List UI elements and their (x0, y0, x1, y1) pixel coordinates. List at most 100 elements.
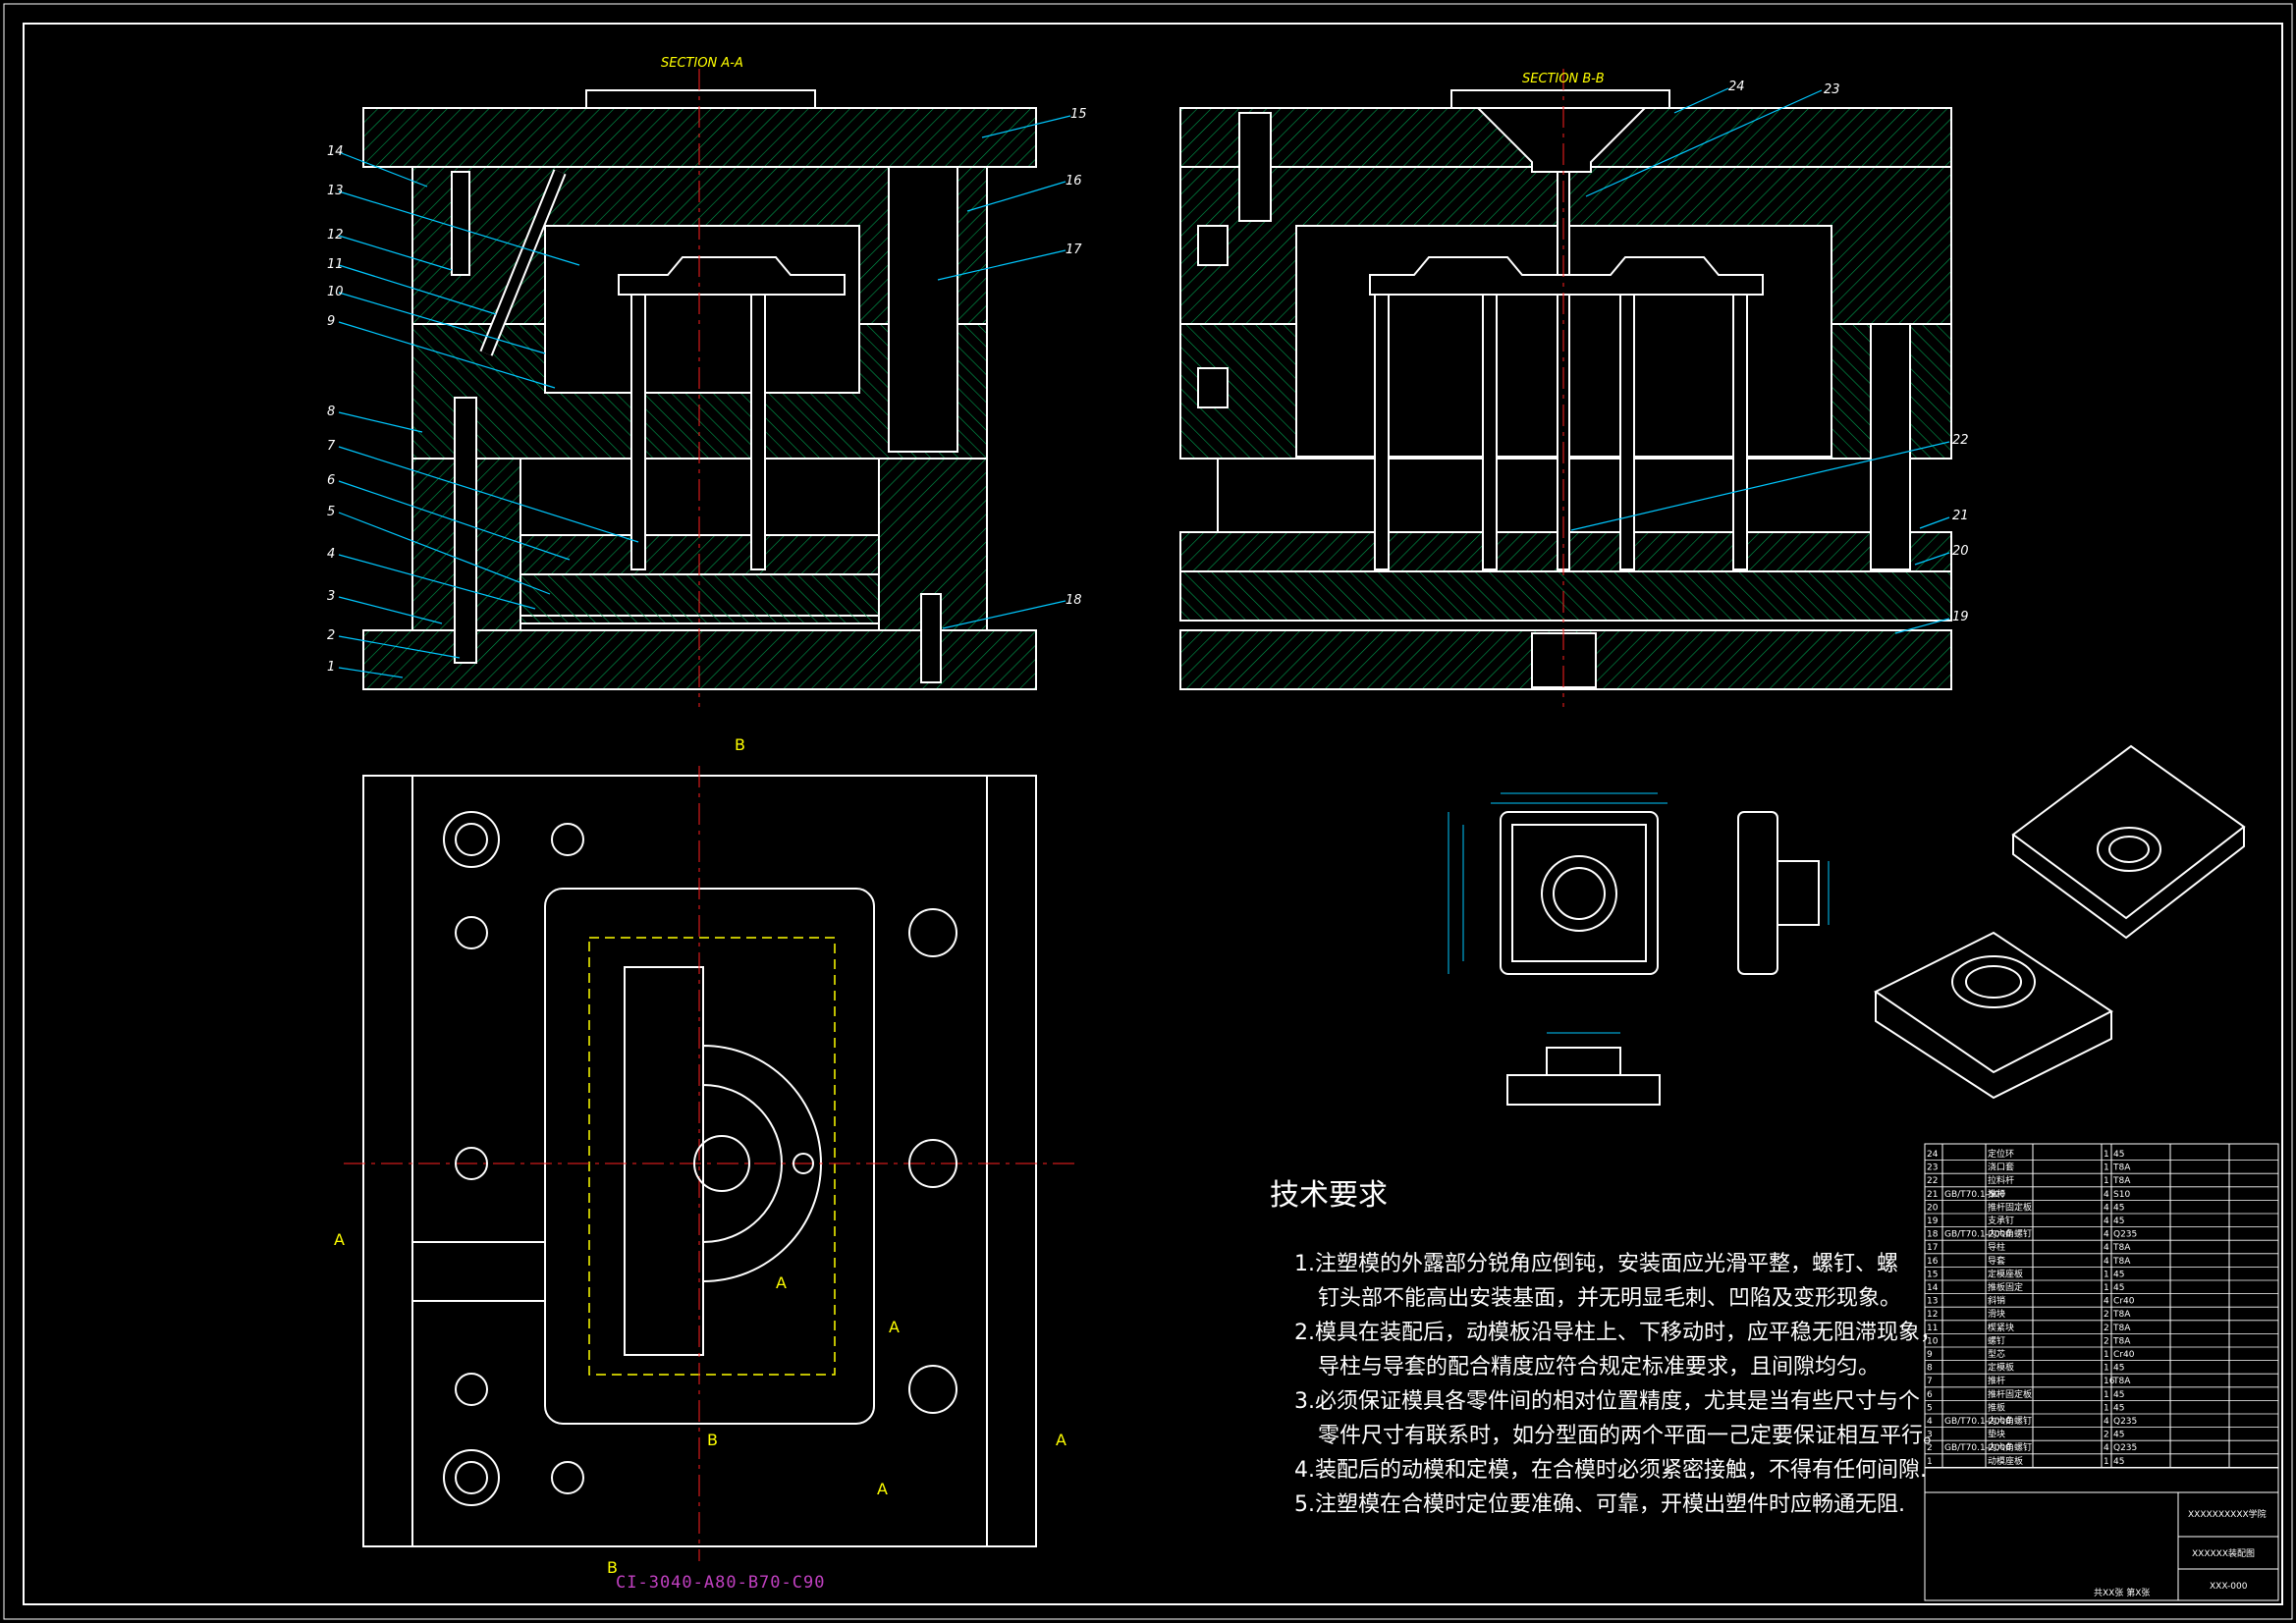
leader-line (1673, 87, 1729, 114)
cap-screw-b (1238, 112, 1272, 222)
bom-cell: 3 (1927, 1431, 1933, 1440)
screw-13 (451, 171, 470, 276)
bom-cell: 4 (2104, 1203, 2109, 1213)
leader-line (1919, 516, 1950, 529)
bom-cell: 拉料杆 (1988, 1174, 2014, 1186)
bom-cell: 1 (2104, 1390, 2109, 1400)
tech-requirement: 5.注塑模在合模时定位要准确、可靠，开模出塑件时应畅通无阻. (1294, 1492, 1905, 1517)
part-labels-b: 24 23 22 21 20 19 (1728, 80, 1969, 624)
bom-cell: 推杆固定板 (1988, 1201, 2032, 1213)
bom-cell: 滑块 (1988, 1308, 2005, 1320)
bom-cell: 6 (1927, 1390, 1933, 1400)
part-top-view (1500, 811, 1659, 975)
section-marker: B (735, 735, 745, 754)
bom-cell: Q235 (2113, 1417, 2137, 1427)
plan-hex-socket (908, 1139, 957, 1188)
part-labels-a: 15 14 13 16 12 17 11 10 9 8 7 6 5 4 18 3… (327, 107, 1087, 675)
plan-bolt-hole (443, 811, 500, 868)
bom-cell: T8A (2112, 1243, 2131, 1253)
leader-line (1894, 618, 1950, 634)
part-label: 24 (1728, 80, 1745, 94)
bom-cell: 导套 (1988, 1255, 2005, 1267)
bom-cell: 8 (1927, 1364, 1933, 1374)
bom-cell: 1 (2104, 1350, 2109, 1360)
bom-cell: 4 (2104, 1243, 2109, 1253)
bom-cell: T8A (2112, 1310, 2131, 1320)
part-detail-views (1500, 811, 1820, 1106)
section-marker: B (607, 1558, 618, 1577)
plan-bolt-hole (455, 1461, 488, 1494)
bom-cell: 支承钉 (1988, 1215, 2014, 1226)
bom-cell: 导柱 (1988, 1241, 2005, 1253)
bom-cell: 推杆固定板 (1988, 1388, 2032, 1400)
bom-cell: 垫块 (1988, 1429, 2005, 1440)
part-boss-outer (1541, 855, 1617, 932)
bom-cell: 4 (2104, 1217, 2109, 1226)
bom-cell: 1 (2104, 1283, 2109, 1293)
part-label: 4 (327, 547, 335, 562)
section-b-title: SECTION B-B (1522, 72, 1605, 86)
bom-cell: 22 (1927, 1176, 1938, 1186)
leader-line (338, 554, 536, 610)
part-side-view (1737, 811, 1778, 975)
bom-cell: 推杆 (1988, 1188, 2005, 1200)
part-label: 20 (1952, 544, 1969, 559)
bom-cell: 10 (1927, 1336, 1939, 1346)
bom-cell: 内六角螺钉 (1988, 1441, 2032, 1453)
bom-cell: 12 (1927, 1310, 1938, 1320)
bom-cell: 定模板 (1988, 1362, 2014, 1374)
tech-requirements-list: 1.注塑模的外露部分锐角应倒钝，安装面应光滑平整，螺钉、螺 钉头部不能高出安装基… (1294, 1247, 1944, 1522)
bom-cell: 45 (2113, 1364, 2124, 1374)
bom-cell: 推板固定 (1988, 1281, 2023, 1293)
leader-line (937, 249, 1066, 281)
sprue-step (585, 89, 816, 109)
tech-requirement: 2.模具在装配后，动模板沿导柱上、下移动时，应平稳无阻滞现象， (1294, 1321, 1941, 1345)
school-name: XXXXXXXXXX学院 (2188, 1508, 2267, 1520)
iso-boss-inner (2108, 836, 2150, 863)
bom-cell: 45 (2113, 1283, 2124, 1293)
ejector-pin-a (630, 279, 646, 570)
leader-line (338, 512, 551, 595)
bom-cell: 45 (2113, 1457, 2124, 1467)
bom-cell: 内六角螺钉 (1988, 1228, 2032, 1240)
iso-outline (1874, 931, 2113, 1074)
leader-line (1570, 441, 1950, 531)
bom-cell: T8A (2112, 1163, 2131, 1173)
plan-bolt-hole (455, 916, 488, 949)
part-label: 15 (1070, 107, 1087, 122)
bom-cell: T8A (2112, 1176, 2131, 1186)
bom-cell: 4 (2104, 1190, 2109, 1200)
bom-cell: 24 (1927, 1150, 1939, 1160)
leader-line (338, 635, 461, 659)
bom-cell: 定位环 (1988, 1148, 2014, 1160)
tech-requirement: 零件尺寸有联系时，如分型面的两个平面一己定要保证相互平行。 (1318, 1424, 1945, 1448)
section-marker: A (776, 1273, 787, 1292)
plan-bolt-hole (455, 1373, 488, 1406)
tech-requirement: 4.装配后的动模和定模，在合模时必须紧密接触，不得有任何间隙. (1294, 1458, 1927, 1483)
water-plug-1 (1197, 225, 1229, 266)
plan-guide-hole (551, 823, 584, 856)
drawing-name: XXXXXX装配图 (2192, 1547, 2255, 1559)
bom-cell: Q235 (2113, 1443, 2137, 1453)
part-label: 8 (327, 405, 335, 419)
sheet-count: 共XX张 第X张 (2094, 1587, 2150, 1598)
bom-cell: 螺钉 (1988, 1335, 2005, 1346)
iso-boss (2097, 827, 2161, 872)
bom-cell: 内六角螺钉 (1988, 1415, 2032, 1427)
leader-line (338, 480, 571, 561)
return-pin-left (454, 397, 477, 664)
ejector-b2 (1482, 279, 1498, 570)
leader-line (338, 151, 428, 188)
bom-cell: 1 (2104, 1364, 2109, 1374)
leader-line (338, 667, 404, 678)
locating-ring (1450, 89, 1670, 109)
plan-hex-socket (908, 1365, 957, 1414)
bom-cell: GB/T70.1-2000 (1944, 1230, 2011, 1240)
bom-cell: 1 (2104, 1176, 2109, 1186)
part-section-view (1506, 1047, 1661, 1106)
section-a-title: SECTION A-A (661, 56, 743, 71)
screw-18 (920, 593, 942, 683)
bom-cell: 推杆 (1988, 1375, 2005, 1386)
